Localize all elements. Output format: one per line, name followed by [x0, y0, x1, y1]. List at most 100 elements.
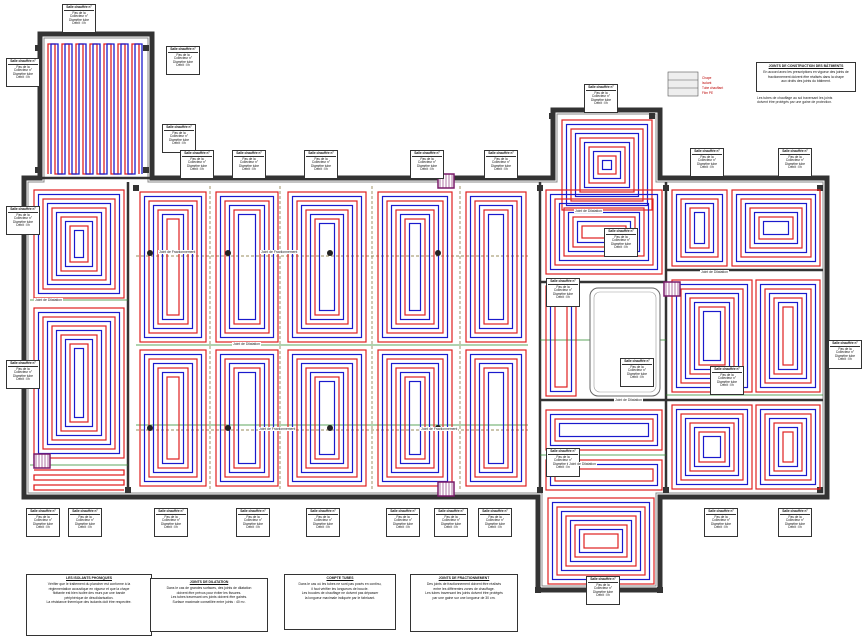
tag-text: La résistance thermique des isolants doi…	[46, 600, 132, 605]
heating-spiral-annex	[561, 119, 653, 211]
tag-text: Salle chauffée n°	[238, 509, 268, 515]
tag-text: flottante est bien isolée des murs par u…	[52, 591, 126, 596]
column-icon	[435, 250, 441, 256]
heating-spiral-lower	[390, 362, 440, 474]
tag-text: Diamètre tube	[490, 163, 512, 168]
tag-text: doivent être prévus pour éviter les fiss…	[176, 590, 242, 595]
heating-spiral-right-6	[773, 422, 803, 472]
tag-text: Diamètre tube	[74, 521, 96, 526]
tag-text: Pas de la	[16, 366, 30, 371]
tag-text: Débit : l/h	[630, 375, 644, 380]
heating-spiral-right-4	[777, 301, 799, 371]
tag-text: Débit : l/h	[556, 465, 570, 470]
heating-spiral-left-lower	[46, 320, 112, 446]
tag-text: Débit : l/h	[488, 525, 502, 530]
heating-spiral-upper	[318, 222, 336, 312]
heating-spiral-lower	[215, 349, 279, 487]
tag-text: Salle chauffée n°	[308, 509, 338, 515]
heating-spiral-lower	[228, 362, 266, 474]
heating-spiral-lower	[237, 371, 257, 465]
joint-label: Joint de Dilatation	[574, 209, 603, 213]
heating-loops	[33, 43, 821, 585]
tag-text: Débit : l/h	[314, 167, 328, 172]
heating-spiral-bottom-annex	[551, 501, 651, 581]
heating-spiral-right-6	[782, 431, 794, 463]
tag-text: Diamètre tube	[710, 521, 732, 526]
tag-text: Diamètre tube	[610, 241, 632, 246]
heating-spiral-annex	[601, 159, 613, 171]
heating-spiral-right-5	[680, 413, 744, 481]
heating-spiral-upper	[309, 213, 345, 321]
tag-text: Salle chauffée n°	[388, 509, 418, 515]
heating-spiral-upper	[143, 195, 203, 339]
column-icon	[225, 425, 231, 431]
heating-spiral-left-lower	[51, 325, 107, 441]
tag-text: Diamètre tube	[310, 163, 332, 168]
heating-loop-left-strip	[33, 469, 125, 491]
heating-spiral-upper	[224, 200, 270, 334]
column-icon	[147, 425, 153, 431]
tag-text: Pas de la	[16, 212, 30, 217]
tag-text: Débit : l/h	[16, 223, 30, 228]
tag-text: par une gaine sur une longueur de 30 cm.	[432, 595, 496, 600]
tag-text: Débit : l/h	[614, 245, 628, 250]
tag-text: Débit : l/h	[16, 75, 30, 80]
tag-text: Débit : l/h	[176, 63, 190, 68]
heating-spiral-annex	[592, 150, 622, 180]
tag-text: Collecteur n°	[553, 458, 573, 463]
tag-text: Collecteur n°	[13, 68, 33, 73]
joint-label: Joint de Fractionnement	[420, 427, 459, 431]
tag-text: Collecteur n°	[393, 518, 413, 523]
tag-text: Débit : l/h	[242, 167, 256, 172]
section-legend-label: Film PE	[702, 91, 714, 95]
heating-spiral-lower	[408, 380, 422, 456]
tag-text: Débit : l/h	[420, 167, 434, 172]
heating-spiral-upper	[296, 200, 358, 334]
tag-text: Diamètre tube	[784, 521, 806, 526]
heating-spiral-lower	[309, 371, 345, 465]
tag-text: Pas de la	[556, 454, 570, 459]
pillar-icon	[649, 113, 655, 119]
heating-spiral-left-upper	[60, 216, 98, 272]
tag-text: Diamètre tube	[484, 521, 506, 526]
tag-text: Débit : l/h	[396, 525, 410, 530]
heating-spiral-right-3	[698, 306, 726, 366]
section-legend-label: Tube chauffant	[702, 86, 724, 90]
tag-text: Diamètre tube	[160, 521, 182, 526]
tag-text: entre les différentes zones de chauffage…	[433, 586, 495, 591]
heating-spiral-annex	[588, 146, 626, 184]
tag-text: Pas de la	[714, 514, 728, 519]
tag-text: En accord avec les prescriptions en vigu…	[763, 70, 849, 75]
heating-spiral-right-6	[777, 426, 799, 468]
tag-text: Pas de la	[838, 346, 852, 351]
tag-text: fractionnement doivent être réalisés dan…	[768, 74, 844, 79]
tag-text: Collecteur n°	[785, 158, 805, 163]
pillar-icon	[143, 45, 149, 51]
tag-text: Débit : l/h	[700, 165, 714, 170]
tag-text: Pas de la	[164, 514, 178, 519]
joints	[30, 186, 823, 490]
heating-spiral-center-1	[545, 189, 663, 275]
heating-spiral-upper	[377, 191, 453, 343]
tag-text: Salle chauffée n°	[480, 509, 510, 515]
tag-text: Vérifier que le traitement du plancher e…	[47, 582, 131, 587]
heating-spiral-center-3	[554, 418, 654, 442]
tag-text: Diamètre tube	[168, 137, 190, 142]
tag-text: Pas de la	[594, 90, 608, 95]
tag-text: Débit : l/h	[714, 525, 728, 530]
heating-spiral-lower	[404, 376, 426, 460]
heating-spiral-upper	[157, 209, 189, 325]
tag-text: Pas de la	[172, 130, 186, 135]
tag-text: Salle chauffée n°	[8, 59, 38, 65]
heating-spiral-left-lower	[60, 334, 98, 432]
tag-text: JOINTS DE CONSTRUCTION DES BÂTIMENTS	[768, 64, 844, 68]
tag-text: Diamètre tube	[186, 163, 208, 168]
heating-spiral-right-5	[698, 431, 726, 463]
